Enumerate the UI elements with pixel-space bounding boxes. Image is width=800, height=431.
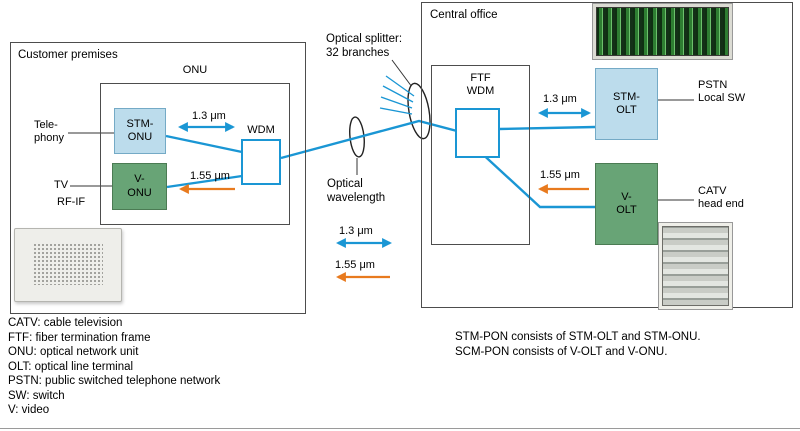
pstn-label: PSTN Local SW xyxy=(698,79,746,105)
olt-rack-photo xyxy=(592,3,733,60)
co-wavelength-155-label: 1.55 μm xyxy=(540,169,580,181)
cp-wavelength-155-label: 1.55 μm xyxy=(190,170,230,182)
legend-item: CATV: cable television xyxy=(8,317,123,329)
onu-device-photo xyxy=(14,228,122,302)
optical-wavelength-label: Optical wavelength xyxy=(327,178,386,205)
onu-grille-texture xyxy=(33,243,103,286)
customer-premises-title: Customer premises xyxy=(18,49,118,61)
mid-wavelength-13-label: 1.3 μm xyxy=(339,225,373,237)
stm-olt-node: STM- OLT xyxy=(595,68,658,140)
legend-item: OLT: optical line terminal xyxy=(8,360,134,373)
v-onu-node: V- ONU xyxy=(112,163,167,210)
stm-onu-node: STM- ONU xyxy=(114,108,166,154)
wdm-onu-icon xyxy=(241,139,281,185)
legend-item: FTF: fiber termination frame xyxy=(8,331,151,344)
legend-item: PSTN: public switched telephone network xyxy=(8,375,221,387)
splitter-label: Optical splitter: 32 branches xyxy=(326,33,403,60)
catv-label: CATV head end xyxy=(698,185,744,211)
mid-wavelength-155-label: 1.55 μm xyxy=(335,259,375,271)
onu-box xyxy=(100,83,290,225)
telephony-label: Tele- phony xyxy=(34,119,64,145)
central-office-title: Central office xyxy=(430,9,498,21)
olt-rack-boards xyxy=(596,7,729,56)
co-wavelength-13-label: 1.3 μm xyxy=(543,93,577,105)
note-scm-pon: SCM-PON consists of V-OLT and V-ONU. xyxy=(455,345,668,358)
rf-if-label: RF-IF xyxy=(57,196,86,208)
ftf-box xyxy=(431,65,530,245)
central-office-box xyxy=(421,2,793,308)
customer-premises-box xyxy=(10,42,306,314)
wdm-ftf-icon xyxy=(455,108,500,158)
onu-group-label: ONU xyxy=(182,64,208,76)
tv-label: TV xyxy=(54,179,69,191)
catv-rack-photo xyxy=(658,222,733,310)
ftf-label: FTF WDM xyxy=(466,72,495,98)
catv-rack-shelves xyxy=(662,226,729,306)
abbreviation-legend: CATV: cable television FTF: fiber termin… xyxy=(8,316,220,418)
legend-item: V: video xyxy=(8,404,50,416)
note-stm-pon: STM-PON consists of STM-OLT and STM-ONU. xyxy=(455,331,701,343)
v-olt-node: V- OLT xyxy=(595,163,658,245)
cp-wavelength-13-label: 1.3 μm xyxy=(192,110,226,122)
wdm-onu-label: WDM xyxy=(247,124,275,136)
bottom-divider xyxy=(0,428,800,429)
legend-item: SW: switch xyxy=(8,389,65,402)
legend-item: ONU: optical network unit xyxy=(8,346,139,358)
pon-notes: STM-PON consists of STM-OLT and STM-ONU.… xyxy=(455,330,701,359)
splitter-branch-lines xyxy=(379,75,415,115)
